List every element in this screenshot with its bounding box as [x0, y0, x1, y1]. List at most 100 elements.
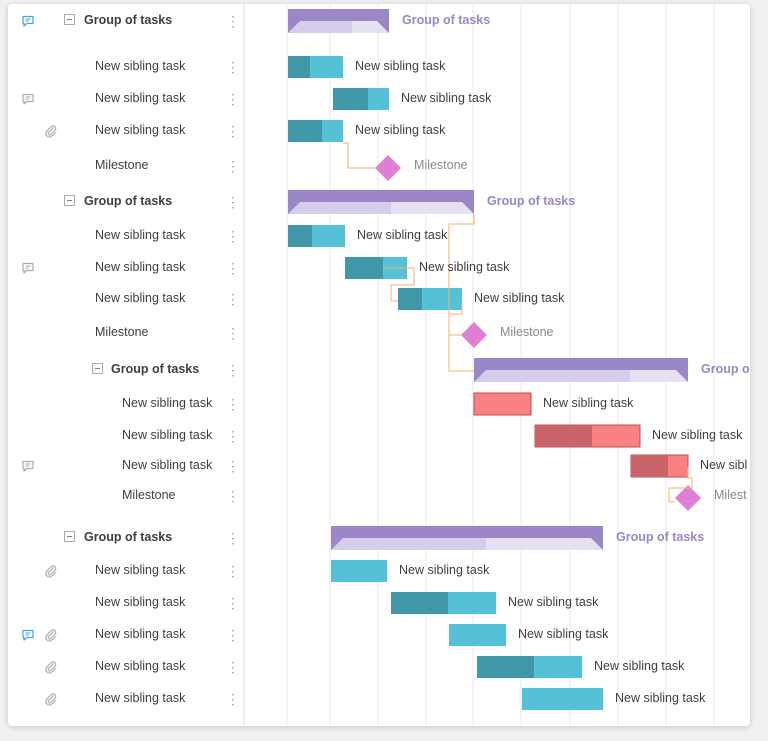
- timeline-bars: [288, 9, 701, 710]
- dependency-link[interactable]: [448, 301, 463, 336]
- task-row[interactable]: New sibling task⋮: [8, 221, 244, 251]
- attachment-icon[interactable]: [44, 628, 58, 642]
- group-row[interactable]: Group of tasks⋮: [8, 187, 244, 217]
- task-name: New sibling task: [95, 91, 186, 105]
- milestone-diamond[interactable]: [375, 155, 401, 181]
- task-row[interactable]: New sibling task⋮: [8, 451, 244, 481]
- task-bar[interactable]: [473, 392, 532, 416]
- group-bar-label: Group o: [701, 362, 750, 376]
- milestone-name: Milestone: [122, 488, 176, 502]
- group-bar[interactable]: [474, 358, 688, 382]
- task-bar-label: New sibling task: [615, 691, 706, 705]
- milestone-diamond[interactable]: [461, 322, 487, 348]
- task-name: New sibling task: [95, 563, 186, 577]
- task-name: New sibling task: [95, 595, 186, 609]
- milestone-diamond[interactable]: [675, 485, 701, 511]
- task-name: New sibling task: [122, 458, 213, 472]
- task-bar[interactable]: [449, 624, 506, 646]
- task-bar-progress: [391, 592, 448, 614]
- dependency-link[interactable]: [383, 267, 415, 302]
- attachment-icon[interactable]: [44, 124, 58, 138]
- milestone-row[interactable]: Milestone⋮: [8, 151, 244, 181]
- group-bar[interactable]: [331, 526, 603, 550]
- task-row[interactable]: New sibling task⋮: [8, 284, 244, 314]
- dependency-link[interactable]: [668, 467, 693, 503]
- dependency-link[interactable]: [448, 214, 475, 372]
- group-name: Group of tasks: [84, 194, 173, 208]
- group-name: Group of tasks: [84, 530, 173, 544]
- task-bar-label: New sibling task: [355, 59, 446, 73]
- task-bar-label: New sibling task: [399, 563, 490, 577]
- task-name: New sibling task: [95, 659, 186, 673]
- task-row[interactable]: New sibling task⋮: [8, 684, 244, 714]
- group-name: Group of tasks: [84, 13, 173, 27]
- task-bar-label: New sibling task: [357, 228, 448, 242]
- collapse-toggle-icon[interactable]: [92, 363, 103, 374]
- collapse-toggle-icon[interactable]: [64, 531, 75, 542]
- task-row[interactable]: New sibling task⋮: [8, 588, 244, 618]
- task-bar-label: New sibling task: [518, 627, 609, 641]
- comment-icon[interactable]: [21, 261, 35, 275]
- task-name: New sibling task: [95, 691, 186, 705]
- task-bar-progress: [288, 56, 310, 78]
- task-bar-label: New sibling task: [419, 260, 510, 274]
- task-bar-progress: [345, 257, 383, 279]
- milestone-label: Milestone: [500, 325, 554, 339]
- collapse-toggle-icon[interactable]: [64, 14, 75, 25]
- task-row[interactable]: New sibling task⋮: [8, 52, 244, 82]
- group-bar-label: Group of tasks: [616, 530, 705, 544]
- comment-icon[interactable]: [21, 459, 35, 473]
- task-name: New sibling task: [95, 59, 186, 73]
- milestone-name: Milestone: [95, 158, 149, 172]
- task-bar-label: New sibling task: [543, 396, 634, 410]
- comment-icon[interactable]: [21, 628, 35, 642]
- task-bar-progress: [477, 656, 534, 678]
- task-row[interactable]: New sibling task⋮: [8, 116, 244, 146]
- group-row[interactable]: Group of tasks⋮: [8, 6, 244, 36]
- task-name: New sibling task: [122, 396, 213, 410]
- milestone-label: Milest: [714, 488, 747, 502]
- task-row[interactable]: New sibling task⋮: [8, 652, 244, 682]
- attachment-icon[interactable]: [44, 692, 58, 706]
- task-bar-label: New sibling task: [652, 428, 743, 442]
- attachment-icon[interactable]: [44, 660, 58, 674]
- task-bar-label: New sibling task: [474, 291, 565, 305]
- group-bar[interactable]: [288, 190, 474, 214]
- collapse-toggle-icon[interactable]: [64, 195, 75, 206]
- group-bar-label: Group of tasks: [487, 194, 576, 208]
- task-bar-label: New sibl: [700, 458, 748, 472]
- dependency-link[interactable]: [343, 142, 375, 169]
- group-row[interactable]: Group of tasks⋮: [8, 355, 244, 385]
- group-bar[interactable]: [288, 9, 389, 33]
- task-bar-label: New sibling task: [401, 91, 492, 105]
- task-row[interactable]: New sibling task⋮: [8, 389, 244, 419]
- task-name: New sibling task: [95, 260, 186, 274]
- task-bar-progress: [288, 225, 312, 247]
- milestone-name: Milestone: [95, 325, 149, 339]
- attachment-icon[interactable]: [44, 564, 58, 578]
- milestone-row[interactable]: Milestone⋮: [8, 481, 244, 511]
- task-bar-label: New sibling task: [508, 595, 599, 609]
- task-bar-progress: [631, 455, 668, 477]
- milestone-label: Milestone: [414, 158, 468, 172]
- task-row[interactable]: New sibling task⋮: [8, 421, 244, 451]
- task-bar-progress: [535, 425, 592, 447]
- task-bar[interactable]: [522, 688, 603, 710]
- comment-icon[interactable]: [21, 92, 35, 106]
- group-name: Group of tasks: [111, 362, 200, 376]
- task-row[interactable]: New sibling task⋮: [8, 620, 244, 650]
- task-row[interactable]: New sibling task⋮: [8, 556, 244, 586]
- task-row[interactable]: New sibling task⋮: [8, 253, 244, 283]
- group-bar-label: Group of tasks: [402, 13, 491, 27]
- comment-icon[interactable]: [21, 14, 35, 28]
- task-name: New sibling task: [122, 428, 213, 442]
- task-bar[interactable]: [331, 560, 387, 582]
- task-name: New sibling task: [95, 627, 186, 641]
- task-bar-label: New sibling task: [355, 123, 446, 137]
- task-bar-label: New sibling task: [594, 659, 685, 673]
- milestone-row[interactable]: Milestone⋮: [8, 318, 244, 348]
- task-name: New sibling task: [95, 228, 186, 242]
- task-name: New sibling task: [95, 123, 186, 137]
- group-row[interactable]: Group of tasks⋮: [8, 523, 244, 553]
- task-row[interactable]: New sibling task⋮: [8, 84, 244, 114]
